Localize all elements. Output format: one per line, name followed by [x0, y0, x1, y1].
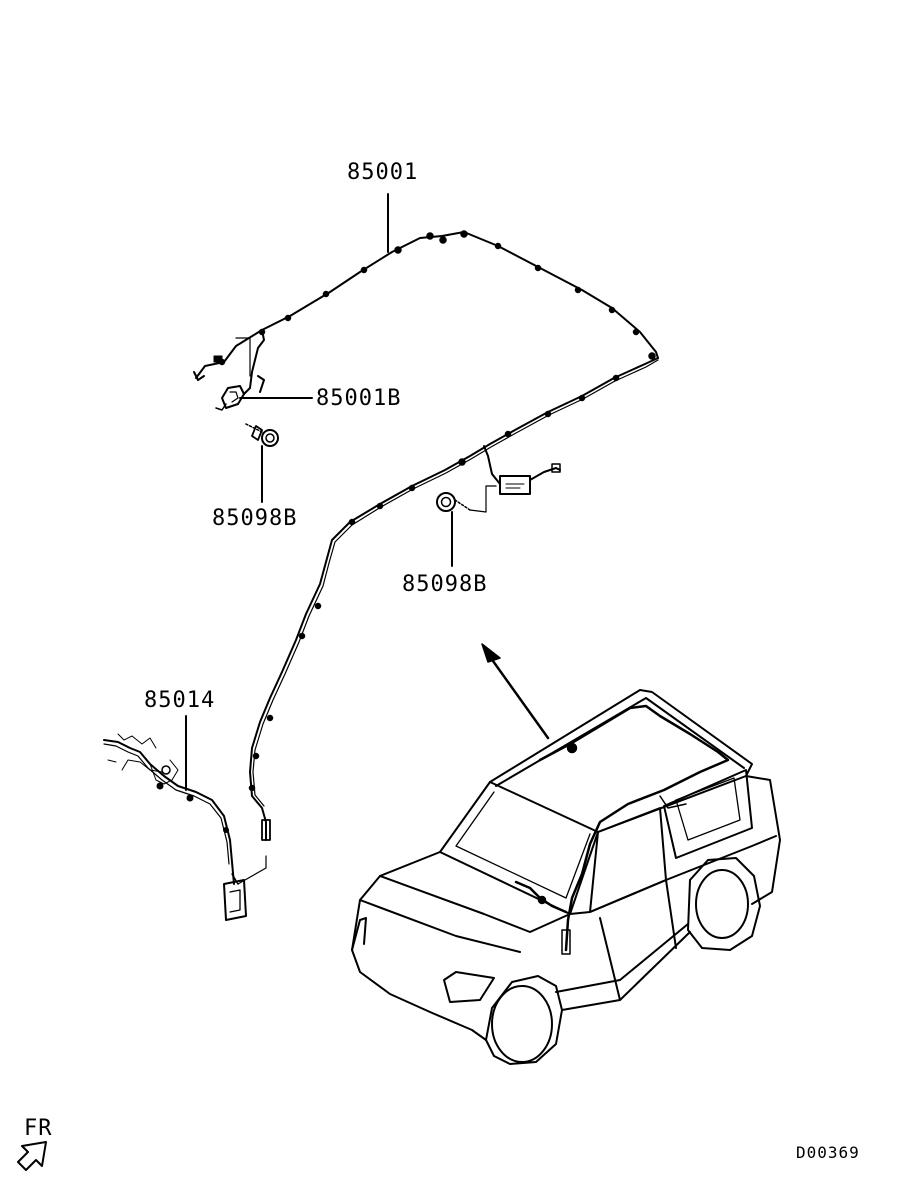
- label-85098b-right: 85098B: [402, 572, 488, 597]
- diagram-id: D00369: [796, 1143, 860, 1162]
- front-marker-label: FR: [24, 1116, 53, 1141]
- vehicle-harness: [514, 704, 730, 955]
- label-85014: 85014: [144, 688, 216, 713]
- label-85098b-left: 85098B: [212, 506, 298, 531]
- label-85001b: 85001B: [316, 386, 402, 411]
- label-85001: 85001: [347, 160, 419, 185]
- fit-line-left: [235, 337, 251, 377]
- clip-left-85098b: [245, 423, 279, 503]
- arrow-up-left-icon: [481, 643, 550, 740]
- roof-harness: [193, 230, 659, 841]
- vehicle-outline: [351, 689, 781, 1065]
- arrow-down-left-icon: [17, 1141, 47, 1171]
- clip-right-85098b: [436, 485, 497, 567]
- pillar-harness: [103, 733, 267, 921]
